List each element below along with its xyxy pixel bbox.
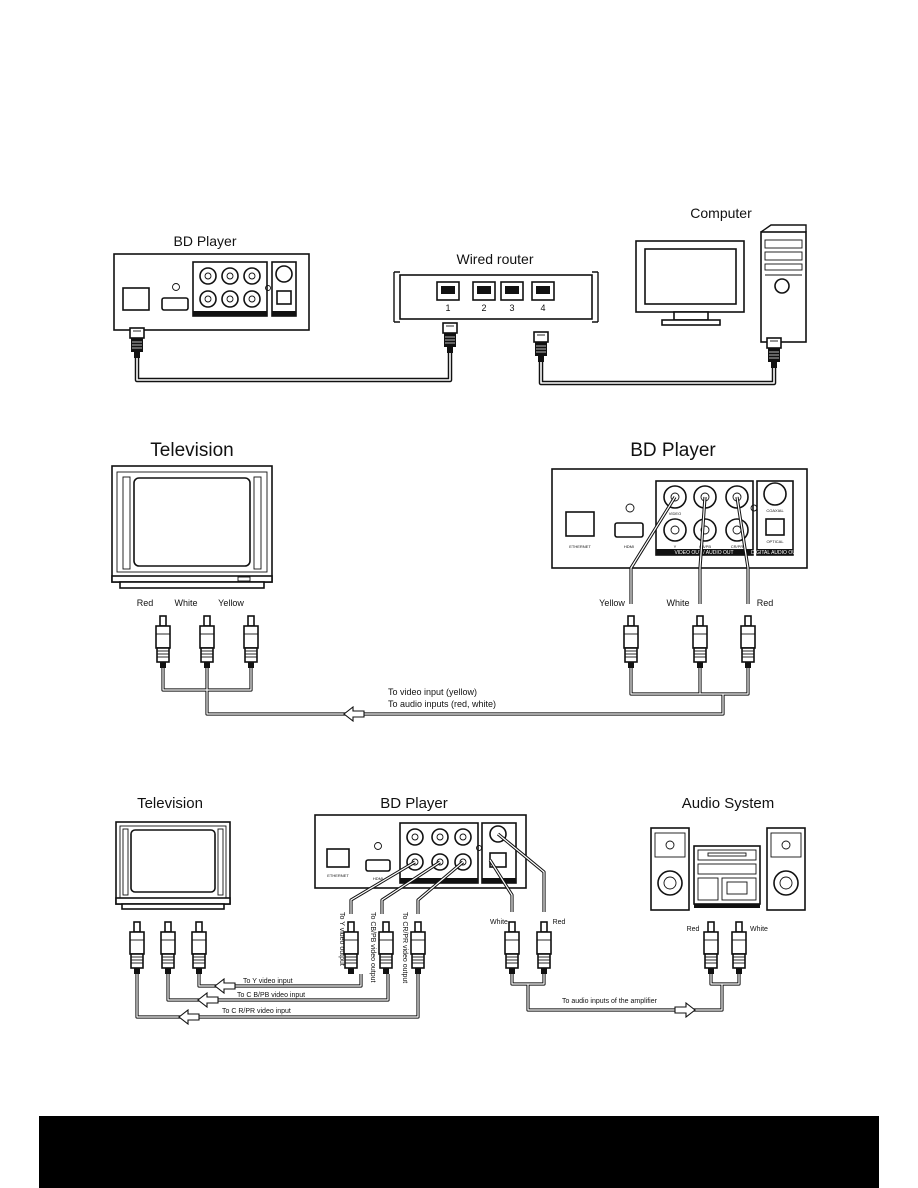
amp-label-white: White xyxy=(750,926,768,933)
player-plug-label-white: White xyxy=(666,598,689,608)
hdmi-port-label: HDMI xyxy=(373,876,383,881)
player-audio-label-white: White xyxy=(490,919,508,926)
router-port-1[interactable] xyxy=(436,281,460,301)
rca-plug xyxy=(740,615,756,669)
optical-label: OPTICAL xyxy=(766,539,784,544)
router-port-3[interactable] xyxy=(500,281,524,301)
amp-label-red: Red xyxy=(687,926,700,933)
coaxial-label: COAXIAL xyxy=(766,508,784,513)
player-lead-wires xyxy=(629,496,750,604)
tv-plug-label-yellow: Yellow xyxy=(218,598,244,608)
router-port-label: 4 xyxy=(540,303,545,313)
video-jack-label: VIDEO xyxy=(669,511,681,516)
video-input-label-cr: To C R/PR video input xyxy=(222,1008,291,1015)
panel-component: Television BD Player Audio System ETHERN… xyxy=(115,795,806,1025)
component-cables xyxy=(135,974,741,1019)
video-input-label-y: To Y video input xyxy=(243,978,293,985)
router-port-label: 1 xyxy=(445,303,450,313)
player-plug-label-red: Red xyxy=(757,598,774,608)
lan-cable xyxy=(134,347,777,386)
bd-player-title: BD Player xyxy=(173,233,236,249)
router-port-2[interactable] xyxy=(472,281,496,301)
ethernet-port-label: ETHERNET xyxy=(569,544,591,549)
hdmi-port-label: HDMI xyxy=(624,544,634,549)
composite-cable xyxy=(161,668,750,716)
tv-plug-label-red: Red xyxy=(137,598,154,608)
video-jack-label: CR/PR xyxy=(731,544,744,549)
rca-plug xyxy=(155,615,171,669)
video-jack-label: Y xyxy=(674,544,677,549)
rca-plug xyxy=(199,615,215,669)
panel-composite: Television BD Player ETHERNET HDMI xyxy=(111,440,808,722)
computer-title: Computer xyxy=(690,205,752,221)
bd-player-device: ETHERNET HDMI xyxy=(314,814,527,889)
cable-label-audio: To audio inputs (red, white) xyxy=(388,699,496,709)
audio-system-device xyxy=(650,827,806,911)
tv-plug-label-white: White xyxy=(174,598,197,608)
video-section-label: VIDEO OUT / AUDIO OUT xyxy=(674,550,733,556)
video-jack-label: CB/PB xyxy=(699,544,711,549)
rca-plug xyxy=(243,615,259,669)
bd-player-device xyxy=(113,253,310,331)
bd-player-title: BD Player xyxy=(380,795,448,812)
footer-bar xyxy=(39,1116,879,1188)
computer-device xyxy=(635,224,807,343)
router-port-label: 2 xyxy=(481,303,486,313)
vertical-label-cb: To CB/PB video output xyxy=(369,912,376,982)
connection-diagram: BD Player Wired router Computer xyxy=(111,205,808,1025)
tv-title: Television xyxy=(137,795,203,812)
vertical-label-cr: To CR/PR video output xyxy=(401,912,408,983)
television-device xyxy=(111,465,273,589)
wired-router-device: 1 2 3 4 xyxy=(393,271,599,323)
vertical-label-y: To Y video output xyxy=(338,912,345,966)
player-lead-wires xyxy=(349,832,546,914)
panel-network: BD Player Wired router Computer xyxy=(113,205,807,386)
router-title: Wired router xyxy=(456,251,533,267)
rca-plug xyxy=(692,615,708,669)
video-input-label-cb: To C B/PB video input xyxy=(237,992,305,999)
player-plug-label-yellow: Yellow xyxy=(599,598,625,608)
cable-label-video: To video input (yellow) xyxy=(388,687,477,697)
bd-player-title: BD Player xyxy=(630,440,716,461)
rca-plug xyxy=(623,615,639,669)
television-device xyxy=(115,821,231,910)
audio-system-title: Audio System xyxy=(682,795,775,812)
digital-section-label: DIGITAL AUDIO OUT xyxy=(751,550,799,556)
amp-cable-label: To audio inputs of the amplifier xyxy=(562,998,658,1005)
bd-player-device: ETHERNET HDMI VIDEO Y CB/PB CR/PR VIDEO … xyxy=(551,468,808,569)
player-audio-label-red: Red xyxy=(553,919,566,926)
router-port-4[interactable] xyxy=(531,281,555,301)
router-port-label: 3 xyxy=(509,303,514,313)
ethernet-port-label: ETHERNET xyxy=(327,873,349,878)
tv-title: Television xyxy=(150,440,233,461)
